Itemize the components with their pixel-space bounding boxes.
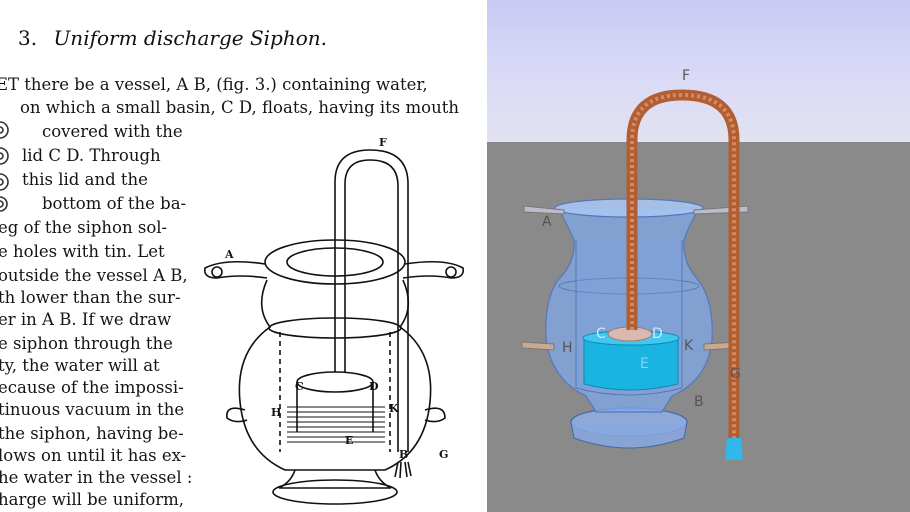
model-label: D: [652, 326, 663, 342]
text-line: tinuous vacuum in the: [0, 400, 185, 419]
engraving-label: C: [295, 380, 304, 393]
section-title: Uniform discharge Siphon.: [53, 26, 327, 50]
scanned-page-image: 3. Uniform discharge Siphon. ‍ET there b…: [0, 26, 465, 509]
text-line: on which a small basin, C D, floats, hav…: [20, 98, 459, 117]
text-line: harge will be uniform,: [0, 490, 185, 509]
engraving-label: K: [389, 402, 399, 415]
text-line: er in A B. If we draw: [0, 310, 172, 329]
model-label: C: [596, 326, 606, 342]
engraving-label: G: [439, 448, 448, 461]
text-line: bottom of the ba-: [42, 194, 187, 213]
text-line: covered with the: [42, 122, 183, 141]
engraving-label: B: [399, 448, 408, 461]
section-heading: 3. Uniform discharge Siphon.: [18, 26, 327, 50]
text-line: the siphon, having be-: [0, 424, 184, 443]
engraving-label: F: [379, 136, 387, 149]
text-line: eg of the siphon sol-: [0, 218, 168, 237]
text-line: ecause of the impossi-: [0, 378, 184, 397]
model-water: [583, 337, 679, 391]
text-line: ‍ET there be a vessel, A B, (fig. 3.) co…: [0, 75, 428, 94]
text-line: th lower than the sur-: [0, 288, 181, 307]
section-number: 3.: [18, 26, 38, 50]
model-handle-h: [521, 341, 555, 351]
model-tube-tip: [725, 438, 743, 460]
engraving-label: D: [369, 380, 379, 393]
engraving-label: H: [271, 406, 281, 419]
siphon-3d-model[interactable]: [486, 0, 910, 512]
text-line: e holes with tin. Let: [0, 242, 165, 261]
model-label: E: [640, 356, 649, 372]
text-line: this lid and the: [22, 170, 148, 189]
text-line: lid C D. Through: [22, 146, 161, 165]
sky-background: [486, 0, 910, 142]
text-line: lows on until it has ex-: [0, 446, 187, 465]
model-label: G: [730, 366, 741, 382]
model-label: K: [684, 338, 694, 354]
model-label: H: [562, 340, 573, 356]
text-line: e siphon through the: [0, 334, 173, 353]
model-handle-a: [523, 205, 565, 215]
text-line: outside the vessel A B,: [0, 266, 188, 285]
model-label: A: [542, 214, 552, 230]
engraving-siphon: [334, 149, 409, 452]
model-label: B: [694, 394, 704, 410]
engraving-figure: F A C D E H K B G: [203, 136, 465, 505]
engraving-label: A: [224, 248, 234, 261]
engraving-rim: [264, 239, 406, 285]
text-line: ty, the water will at: [0, 356, 160, 375]
text-line: he water in the vessel :: [0, 468, 193, 487]
engraving-label: E: [345, 434, 353, 447]
decorative-initial-ornament: [0, 121, 9, 212]
model-label: F: [682, 68, 691, 84]
